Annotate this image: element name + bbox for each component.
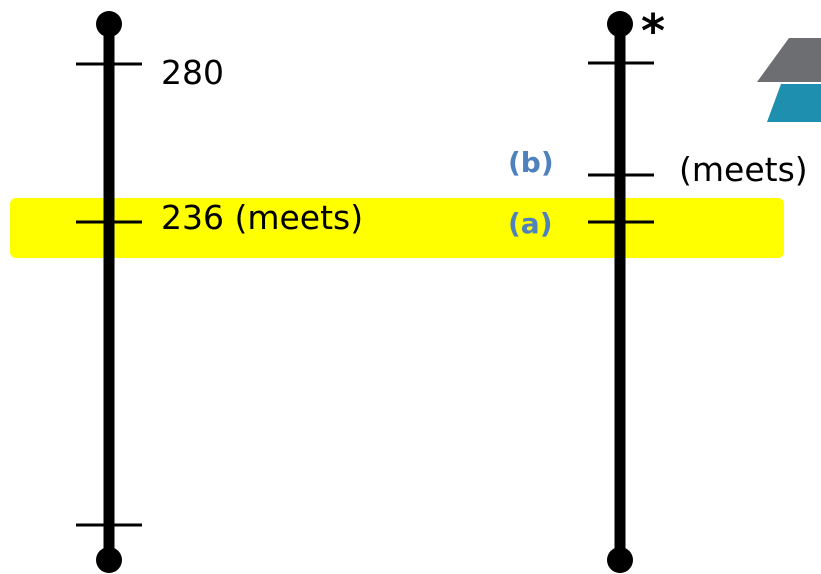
right-scale-top-cap xyxy=(607,11,633,37)
marker-b: (b) xyxy=(508,146,554,179)
right-tick-label-meets: (meets) xyxy=(679,150,808,189)
left-scale xyxy=(76,11,142,573)
left-tick-label-236: 236 (meets) xyxy=(161,198,364,237)
left-tick-label-280: 280 xyxy=(161,53,224,92)
right-scale-bottom-cap xyxy=(607,547,633,573)
right-scale xyxy=(588,11,654,573)
left-scale-bottom-cap xyxy=(96,547,122,573)
marker-a: (a) xyxy=(508,207,553,240)
highlight-band xyxy=(10,198,784,258)
left-scale-top-cap xyxy=(96,11,122,37)
asterisk-marker: * xyxy=(641,4,666,58)
triangle-logo-icon xyxy=(757,38,821,122)
